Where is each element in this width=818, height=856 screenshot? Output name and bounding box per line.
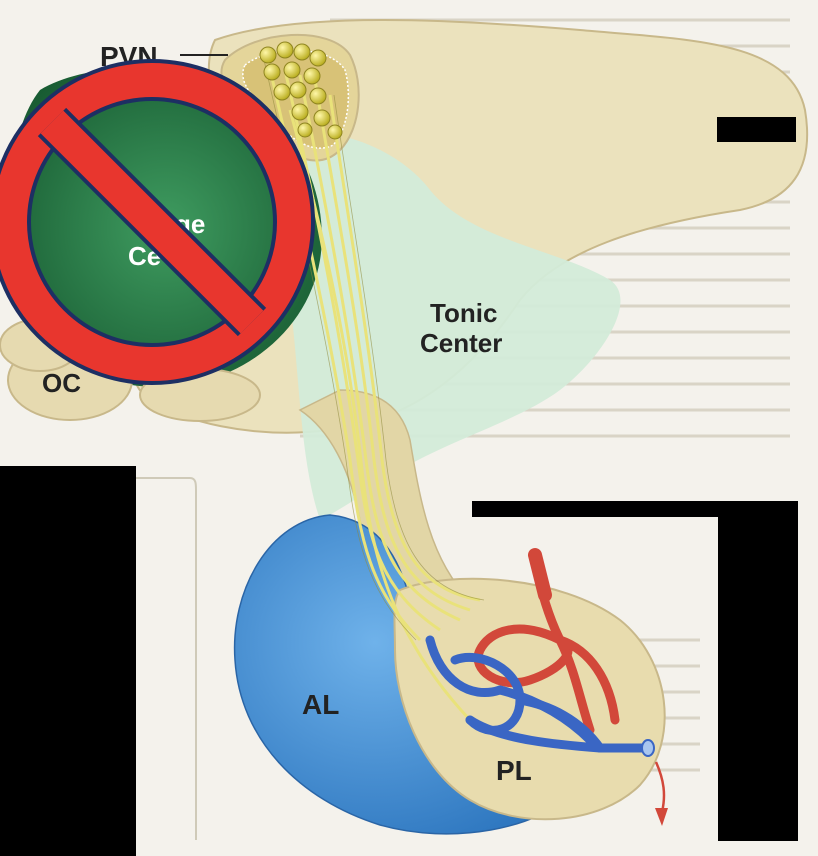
redaction-box-right [718,501,798,841]
vein-exit [641,739,655,757]
arterial-plexus [473,555,620,735]
margin-box [136,477,197,840]
redaction-box-right-bar [472,501,798,517]
redaction-box-left [0,466,136,856]
venous-plexus [425,635,650,753]
pvn-neurons [259,41,343,140]
label-al: AL [302,689,339,720]
prohibition-icon [0,59,315,385]
label-oc: OC [42,368,81,398]
label-tonic-line2: Center [420,328,502,358]
artery-entry [528,548,552,602]
flow-arrow-icon [654,761,668,826]
label-tonic-line1: Tonic [430,298,497,328]
label-pl: PL [496,755,532,786]
redaction-box-top-right [717,117,796,142]
